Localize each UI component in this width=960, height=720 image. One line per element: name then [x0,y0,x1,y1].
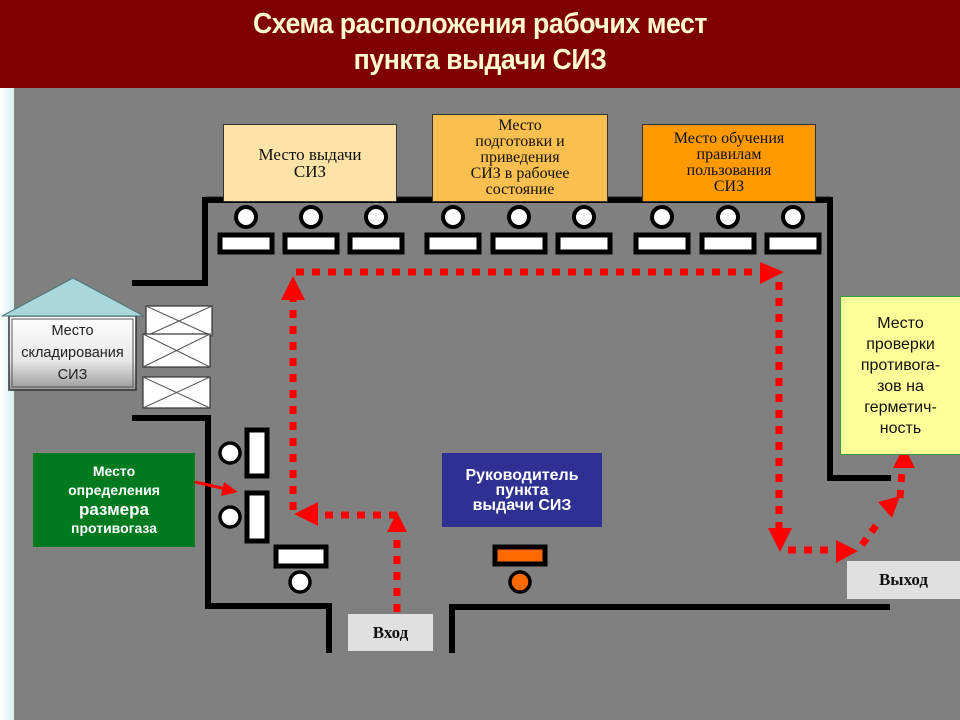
storage-house [1,277,145,391]
zone-training-line: правилам [696,146,762,163]
workplace [217,205,275,255]
route-path [289,268,906,612]
zone-prep: Место подготовки и приведения СИЗ в рабо… [432,114,608,202]
chair [650,205,674,229]
top-row-workplaces [217,205,822,255]
workplace [282,205,340,255]
route-diagonal [859,517,883,548]
zone-issue: Место выдачи СИЗ [223,124,397,202]
workplace [424,205,482,255]
chair [716,205,740,229]
zone-sizing-line: Место [92,463,136,479]
chair [364,205,388,229]
arrowhead-right [760,262,784,284]
storage-roof [1,277,145,317]
exit-label: Выход [847,561,960,599]
zone-check: Место проверки противога- зов на гермети… [840,296,960,455]
side-strip [0,88,14,720]
zone-storage-line: складирования [21,345,124,361]
zone-manager-line: выдачи СИЗ [472,496,572,514]
zone-training-line: СИЗ [713,178,745,195]
arrowhead-up [893,446,915,468]
zone-prep-line: состояние [485,181,555,198]
zone-manager: Руководитель пункта выдачи СИЗ [442,453,602,527]
zone-issue-label: Место выдачи СИЗ [258,145,362,181]
storage-crates [142,305,213,409]
zone-training-line: Место обучения [673,130,785,147]
zone-training-line: пользования [686,162,772,179]
chair [572,205,596,229]
workplace [273,544,329,594]
title-bar: Схема расположения рабочих мест пункта в… [0,0,960,88]
chair [234,205,258,229]
route-final-up [896,471,906,499]
zone-storage-line: СИЗ [57,367,88,383]
desk [699,232,757,255]
sizing-workplaces [218,427,329,594]
wall-bottom-right [449,604,890,653]
zone-check-line: ность [879,419,922,437]
workplace [218,490,270,544]
desk [633,232,691,255]
zone-check-line: проверки [866,335,935,353]
arrowhead-down [768,528,792,552]
zone-check-line: противога- [860,356,941,374]
zone-sizing: Место определения размера противогаза [33,453,195,547]
workplace [555,205,613,255]
zone-check-line: Место [877,314,924,332]
desk [217,232,275,255]
entrance-label: Вход [348,614,433,651]
desk [555,232,613,255]
workplace [764,205,822,255]
workplace [699,205,757,255]
title-line-2: пункта выдачи СИЗ [353,44,607,76]
route-arrowheads [281,262,915,563]
zone-prep-line: подготовки и [475,133,565,150]
crate [142,376,211,409]
zone-manager-line: пункта [495,481,549,499]
zone-prep-line: Место [498,117,542,134]
sizing-pointer-arrow [194,480,238,496]
arrowhead-up [281,276,305,300]
arrowhead-diagonal [878,496,900,518]
workplace [347,205,405,255]
exit-text: Выход [878,570,929,589]
chair [781,205,805,229]
zone-sizing-line: размера [79,500,149,519]
wall-left-lower [132,415,332,653]
workplace [490,205,548,255]
desk [490,232,548,255]
zone-check-line: герметич- [864,398,937,416]
arrowhead-up [387,512,407,532]
desk [424,232,482,255]
title-line-1: Схема расположения рабочих мест [253,8,707,40]
zone-prep-line: СИЗ в рабочее [470,165,570,182]
zone-prep-line: приведения [480,149,560,166]
workplace [633,205,691,255]
zone-manager-line: Руководитель [465,466,579,484]
workplace [218,427,270,479]
arrowhead-right [836,540,858,563]
crate [142,333,211,368]
zone-check-line: зов на [877,377,924,395]
crate [145,305,213,337]
zone-storage: Место складирования СИЗ [12,319,133,387]
zone-storage-line: Место [51,323,94,339]
chair [441,205,465,229]
desk [347,232,405,255]
manager-workplace [492,544,548,594]
zone-sizing-line: определения [68,482,160,498]
arrowhead-left [294,502,318,526]
desk [764,232,822,255]
chair [507,205,531,229]
desk [282,232,340,255]
zone-training: Место обучения правилам пользования СИЗ [642,124,816,202]
chair [299,205,323,229]
entrance-text: Вход [372,622,409,642]
zone-sizing-line: противогаза [71,520,157,536]
